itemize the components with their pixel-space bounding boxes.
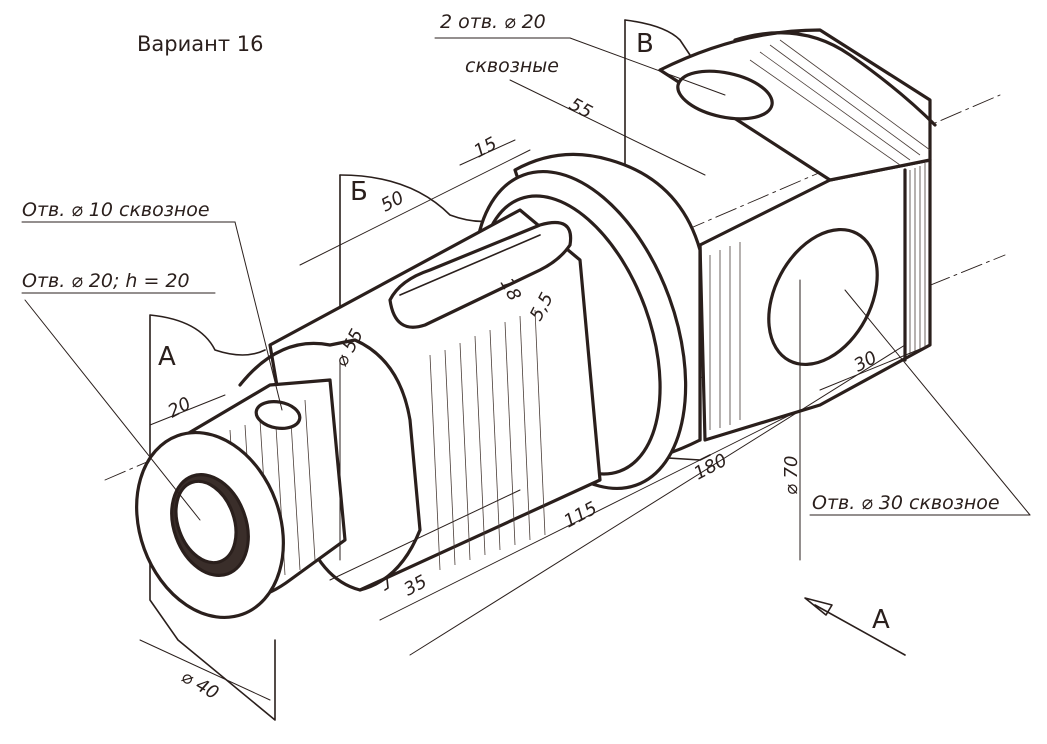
left-ring bbox=[238, 338, 422, 592]
dim-35: 35 bbox=[400, 571, 430, 600]
middle-shaft bbox=[268, 208, 602, 592]
callout-hole-2x20-line2: сквозные bbox=[465, 55, 559, 77]
view-arrow-label: А bbox=[872, 605, 890, 635]
dim-dia-70: ⌀ 70 bbox=[781, 456, 802, 495]
square-block bbox=[698, 158, 932, 442]
section-label-v: В bbox=[636, 29, 654, 59]
variant-title: Вариант 16 bbox=[137, 32, 263, 56]
section-label-b: Б bbox=[350, 177, 368, 207]
dimension-lines bbox=[139, 79, 931, 701]
callout-hole-2x20-line1: 2 отв. ⌀ 20 bbox=[440, 11, 546, 33]
callout-hole-20-depth: Отв. ⌀ 20; h = 20 bbox=[22, 270, 190, 292]
dim-115: 115 bbox=[560, 498, 600, 533]
keyway-slot bbox=[388, 220, 573, 329]
hole-30-ellipse bbox=[767, 227, 879, 367]
section-label-a: А bbox=[158, 342, 176, 372]
dim-55-top: 55 bbox=[566, 94, 596, 123]
rear-cylinder bbox=[658, 28, 937, 182]
front-hub bbox=[135, 378, 347, 620]
view-arrow-a bbox=[804, 597, 906, 656]
leader-lines bbox=[21, 37, 1031, 521]
callout-hole-30: Отв. ⌀ 30 сквозное bbox=[812, 492, 1000, 514]
callout-hole-10: Отв. ⌀ 10 сквозное bbox=[22, 199, 210, 221]
dim-50: 50 bbox=[377, 187, 407, 216]
